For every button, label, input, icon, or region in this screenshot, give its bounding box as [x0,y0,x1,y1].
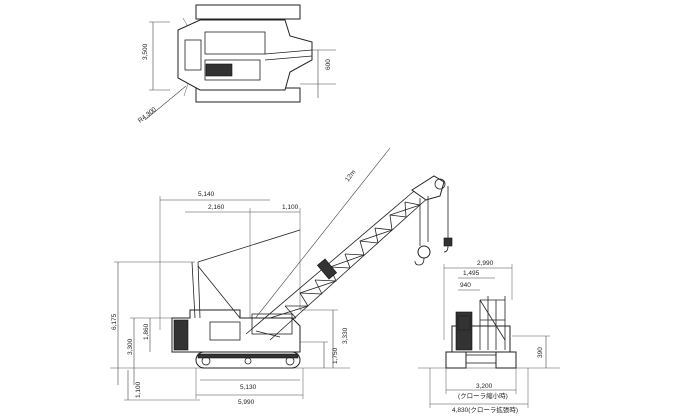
main-hook-block [417,245,431,259]
operator-cab [251,313,293,335]
dim-5990-label: 5,990 [238,399,255,406]
main-hook [414,257,425,266]
pendant-line-2 [197,265,241,319]
counterweight-top [184,39,202,71]
aux-hook-block [443,237,453,247]
dim-1100-label: 1,100 [282,204,299,211]
upper-body [177,19,313,91]
dim-940-label: 940 [460,282,471,289]
dim-4830-label: 4,830(クローラ拡張時) [452,405,518,414]
dim-1750-label: 1,750 [332,347,339,364]
top-view: R4,300 3,500 600 [137,4,336,125]
dim-390-label: 390 [537,347,544,358]
offset-600-label: 600 [325,59,332,70]
gantry-mast [191,261,196,319]
radius-4300-label: R4,300 [137,106,158,125]
dim-1100-ground-label: 1,100 [135,381,142,398]
rear-crawler-left [445,351,467,369]
dim-3330-label: 3,330 [342,327,349,344]
lattice-boom [245,185,431,341]
rear-crawler-right [495,351,517,369]
dim-1860-label: 1,860 [143,323,150,340]
counterweight-side [173,319,189,351]
dim-1495-label: 1,495 [463,270,480,277]
boom-length-dim [245,147,391,331]
rear-cab-window [457,315,471,331]
radius-leader-line [144,85,187,121]
rear-view: 2,990 1,495 940 390 3,200 (クローラ縮小時) [418,260,560,414]
crawler-retracted-label: (クローラ縮小時) [458,391,508,400]
side-upper-body [171,309,301,353]
pendant-line-1 [197,229,301,263]
aux-hook [443,245,449,253]
dim-2990-label: 2,990 [477,260,494,267]
dim-5130-label: 5,130 [240,384,257,391]
dim-6175-label: 6,175 [111,313,118,330]
sheave [434,178,446,190]
top-track-upper [195,4,301,20]
engine-block [205,63,233,77]
side-view: 5,140 2,160 1,100 12m 6,175 3,300 1,860 … [110,147,453,406]
dim-2160-label: 2,160 [208,204,225,211]
dim-3200-label: 3,200 [476,383,493,390]
rear-counterweight [455,311,473,351]
dim-5140-label: 5,140 [198,191,215,198]
boom-12m-label: 12m [344,169,357,183]
dim-3300-label: 3,300 [127,338,134,355]
width-3500-label: 3,500 [142,43,149,60]
